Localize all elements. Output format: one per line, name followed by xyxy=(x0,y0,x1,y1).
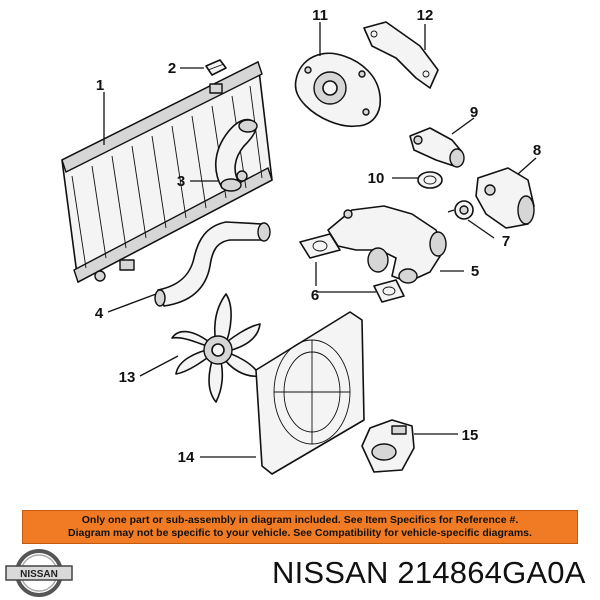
disclaimer-line-2: Diagram may not be specific to your vehi… xyxy=(68,527,532,539)
callout-7: 7 xyxy=(467,219,510,250)
disclaimer-line-1: Only one part or sub-assembly in diagram… xyxy=(81,514,519,526)
water-pump-gasket xyxy=(363,21,439,89)
fan-shroud xyxy=(255,311,365,475)
callout-4: 4 xyxy=(95,293,157,322)
disclaimer-banner: Only one part or sub-assembly in diagram… xyxy=(22,510,578,544)
callout-9: 9 xyxy=(451,104,478,135)
callout-5: 5 xyxy=(440,263,479,280)
callout-number-2: 2 xyxy=(168,60,176,77)
parts-diagram: 1 2 3 4 5 6 7 8 xyxy=(61,7,541,475)
callout-1: 1 xyxy=(96,77,105,145)
callout-13: 13 xyxy=(119,355,179,386)
callout-6: 6 xyxy=(311,262,376,304)
callout-11: 11 xyxy=(312,7,328,56)
callout-number-7: 7 xyxy=(502,233,510,250)
callout-3: 3 xyxy=(177,173,218,190)
callout-number-13: 13 xyxy=(119,369,136,386)
callout-10: 10 xyxy=(368,170,418,187)
logo-text: NISSAN xyxy=(20,569,58,580)
callout-2: 2 xyxy=(168,60,204,77)
callout-number-8: 8 xyxy=(533,142,541,159)
water-inlet-pipe xyxy=(327,205,447,284)
water-pump xyxy=(294,52,381,128)
callout-12: 12 xyxy=(417,7,434,50)
callout-number-5: 5 xyxy=(471,263,479,280)
callout-number-14: 14 xyxy=(178,449,195,466)
radiator xyxy=(61,61,273,283)
callout-number-12: 12 xyxy=(417,7,434,24)
callout-number-3: 3 xyxy=(177,173,185,190)
lower-hose xyxy=(154,221,271,307)
radiator-cap xyxy=(205,59,227,76)
fan-motor xyxy=(361,419,415,473)
inlet-gasket-right xyxy=(373,279,405,303)
thermostat-housing xyxy=(475,167,535,229)
callout-14: 14 xyxy=(178,449,256,466)
thermostat xyxy=(447,200,474,220)
callout-number-6: 6 xyxy=(311,287,319,304)
nissan-logo: NISSAN xyxy=(5,549,73,597)
callout-number-9: 9 xyxy=(470,104,478,121)
part-number-label: NISSAN 214864GA0A xyxy=(272,555,586,590)
cooling-fan xyxy=(171,293,261,403)
callout-15: 15 xyxy=(414,427,478,444)
callout-number-11: 11 xyxy=(312,7,328,24)
callout-number-4: 4 xyxy=(95,305,104,322)
callout-number-10: 10 xyxy=(368,170,385,187)
callout-8: 8 xyxy=(517,142,541,175)
callout-number-15: 15 xyxy=(462,427,479,444)
inlet-gasket-left xyxy=(299,233,341,259)
outlet-housing xyxy=(409,127,465,168)
outlet-gasket xyxy=(417,171,443,189)
upper-hose xyxy=(215,118,258,192)
callout-number-1: 1 xyxy=(96,77,104,94)
